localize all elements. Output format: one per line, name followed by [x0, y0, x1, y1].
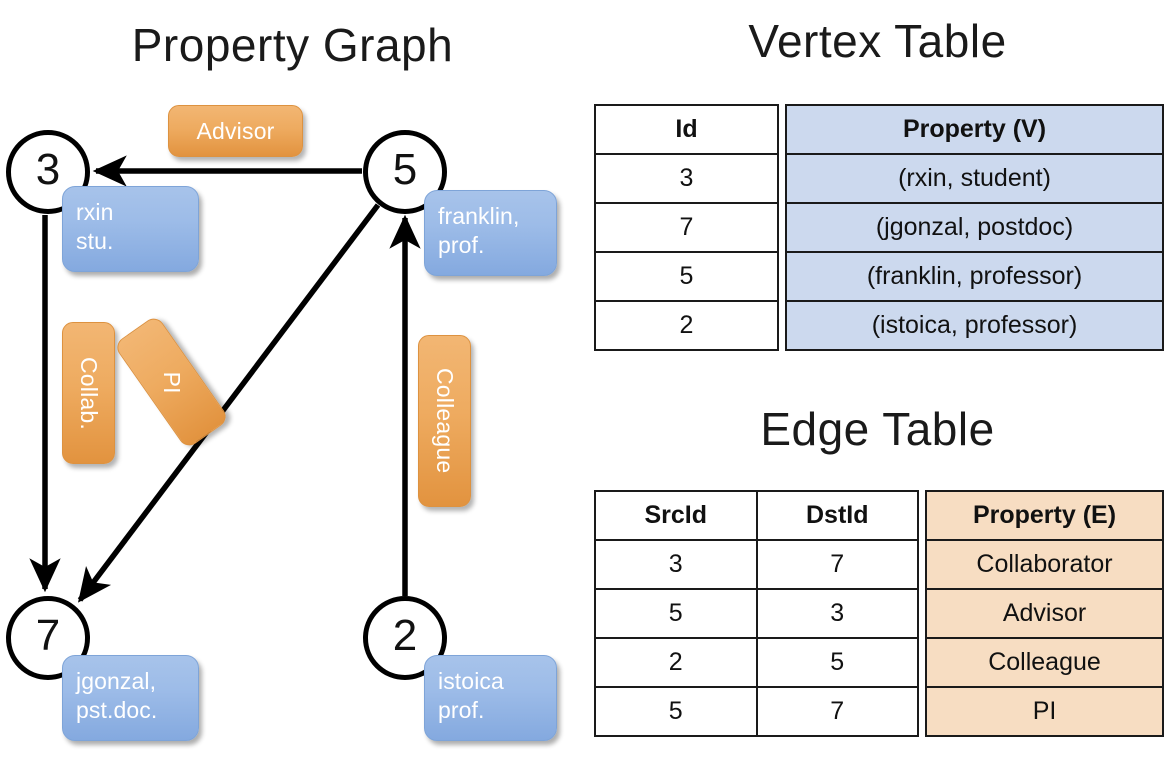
table-row[interactable]: 5	[594, 251, 779, 302]
edge-src-cell: 2	[594, 637, 758, 688]
graph-node-3-label: 3	[35, 145, 61, 194]
table-row[interactable]: Advisor	[925, 588, 1164, 639]
vertex-id-cell: 5	[594, 251, 779, 302]
vertex-id-cell: 2	[594, 300, 779, 351]
edge-label-colleague[interactable]: Colleague	[418, 335, 471, 507]
vertex-property-box-2-line1: istoica	[438, 668, 504, 694]
vertex-property-cell: (franklin, professor)	[785, 251, 1164, 302]
edge-table-header-srcid: SrcId	[594, 490, 758, 541]
vertex-table-header-property: Property (V)	[785, 104, 1164, 155]
vertex-table-id-column: Id 3 7 5 2	[594, 104, 779, 351]
vertex-property-cell: (jgonzal, postdoc)	[785, 202, 1164, 253]
vertex-table-property-column: Property (V) (rxin, student) (jgonzal, p…	[785, 104, 1164, 351]
table-row[interactable]: 5 3	[594, 588, 919, 639]
edge-label-pi-text: PI	[158, 370, 185, 394]
vertex-property-box-2[interactable]: istoica prof.	[424, 655, 557, 741]
edge-table-id-columns: SrcId DstId 3 7 5 3 2 5 5 7	[594, 490, 919, 737]
vertex-table-header-id: Id	[594, 104, 779, 155]
table-header-row: Property (V)	[785, 104, 1164, 155]
edge-table-property-column: Property (E) Collaborator Advisor Collea…	[925, 490, 1164, 737]
edge-property-cell: PI	[925, 686, 1164, 737]
graph-node-2[interactable]: 2	[363, 596, 447, 680]
vertex-property-cell: (istoica, professor)	[785, 300, 1164, 351]
edge-dst-cell: 7	[755, 686, 919, 737]
vertex-id-cell: 7	[594, 202, 779, 253]
table-row[interactable]: 3 7	[594, 539, 919, 590]
vertex-property-box-3[interactable]: rxin stu.	[62, 186, 199, 272]
table-header-row: SrcId DstId	[594, 490, 919, 541]
page-title-property-graph: Property Graph	[131, 19, 454, 71]
vertex-property-box-3-line2: stu.	[76, 228, 114, 255]
graph-node-7-label: 7	[35, 611, 61, 660]
vertex-property-box-7[interactable]: jgonzal, pst.doc.	[62, 655, 199, 741]
vertex-property-box-5[interactable]: franklin, prof.	[424, 190, 557, 276]
vertex-property-box-5-line2: prof.	[438, 232, 485, 259]
edge-src-cell: 3	[594, 539, 758, 590]
table-row[interactable]: 7	[594, 202, 779, 253]
edge-dst-cell: 5	[755, 637, 919, 688]
edge-table-header-property: Property (E)	[925, 490, 1164, 541]
vertex-property-box-2-line2: prof.	[438, 697, 485, 724]
edge-arrow-5-to-7	[77, 203, 381, 603]
table-row[interactable]: (rxin, student)	[785, 153, 1164, 204]
edge-label-advisor[interactable]: Advisor	[168, 105, 303, 157]
edge-property-cell: Colleague	[925, 637, 1164, 688]
edge-dst-cell: 7	[755, 539, 919, 590]
edge-property-cell: Advisor	[925, 588, 1164, 639]
vertex-property-box-7-line1: jgonzal,	[76, 668, 157, 694]
edge-dst-cell: 3	[755, 588, 919, 639]
table-row[interactable]: Colleague	[925, 637, 1164, 688]
table-row[interactable]: 5 7	[594, 686, 919, 737]
edge-src-cell: 5	[594, 686, 758, 737]
edge-src-cell: 5	[594, 588, 758, 639]
table-row[interactable]: PI	[925, 686, 1164, 737]
edge-table-header-dstid: DstId	[755, 490, 919, 541]
table-header-row: Property (E)	[925, 490, 1164, 541]
property-graph-diagram: 3 5 7 2 rxin stu. franklin, prof. jgonza…	[6, 105, 557, 741]
page-title-vertex-table: Vertex Table	[748, 15, 1007, 67]
table-row[interactable]: (franklin, professor)	[785, 251, 1164, 302]
vertex-property-box-3-line1: rxin	[76, 199, 114, 225]
graph-node-5[interactable]: 5	[363, 130, 447, 214]
edge-label-collab[interactable]: Collab.	[62, 322, 115, 464]
table-row[interactable]: Collaborator	[925, 539, 1164, 590]
table-row[interactable]: 3	[594, 153, 779, 204]
edge-property-cell: Collaborator	[925, 539, 1164, 590]
table-row[interactable]: (istoica, professor)	[785, 300, 1164, 351]
table-row[interactable]: 2 5	[594, 637, 919, 688]
table-row[interactable]: (jgonzal, postdoc)	[785, 202, 1164, 253]
page-title-edge-table: Edge Table	[760, 403, 995, 455]
graph-node-5-label: 5	[392, 145, 418, 194]
vertex-id-cell: 3	[594, 153, 779, 204]
graph-node-2-label: 2	[392, 611, 418, 660]
table-header-row: Id	[594, 104, 779, 155]
vertex-property-box-5-line1: franklin,	[438, 203, 520, 229]
vertex-property-cell: (rxin, student)	[785, 153, 1164, 204]
graph-edges-svg	[29, 155, 421, 603]
vertex-property-box-7-line2: pst.doc.	[76, 697, 158, 724]
table-row[interactable]: 2	[594, 300, 779, 351]
